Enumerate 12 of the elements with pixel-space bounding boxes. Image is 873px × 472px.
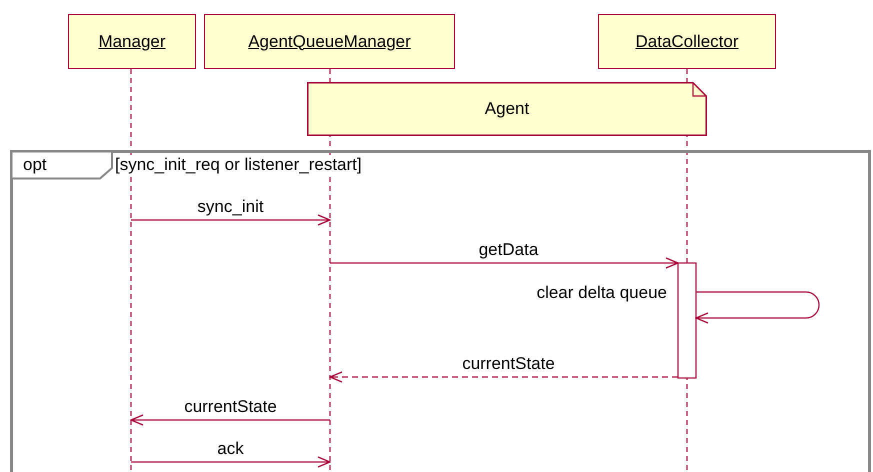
message-arrow — [330, 257, 679, 269]
message-label: clear delta queue — [534, 283, 669, 303]
note: Agent — [307, 82, 707, 136]
message-label: getData — [476, 240, 540, 260]
guard-condition: [sync_init_req or listener_restart] — [115, 155, 362, 175]
message-label: sync_init — [195, 197, 266, 217]
message-arrow — [329, 371, 678, 383]
message-arrow — [131, 456, 331, 468]
message-arrow — [131, 214, 331, 226]
fragment-operator: opt — [22, 155, 48, 175]
message-arrow — [130, 414, 330, 426]
message-arrow — [695, 291, 820, 324]
